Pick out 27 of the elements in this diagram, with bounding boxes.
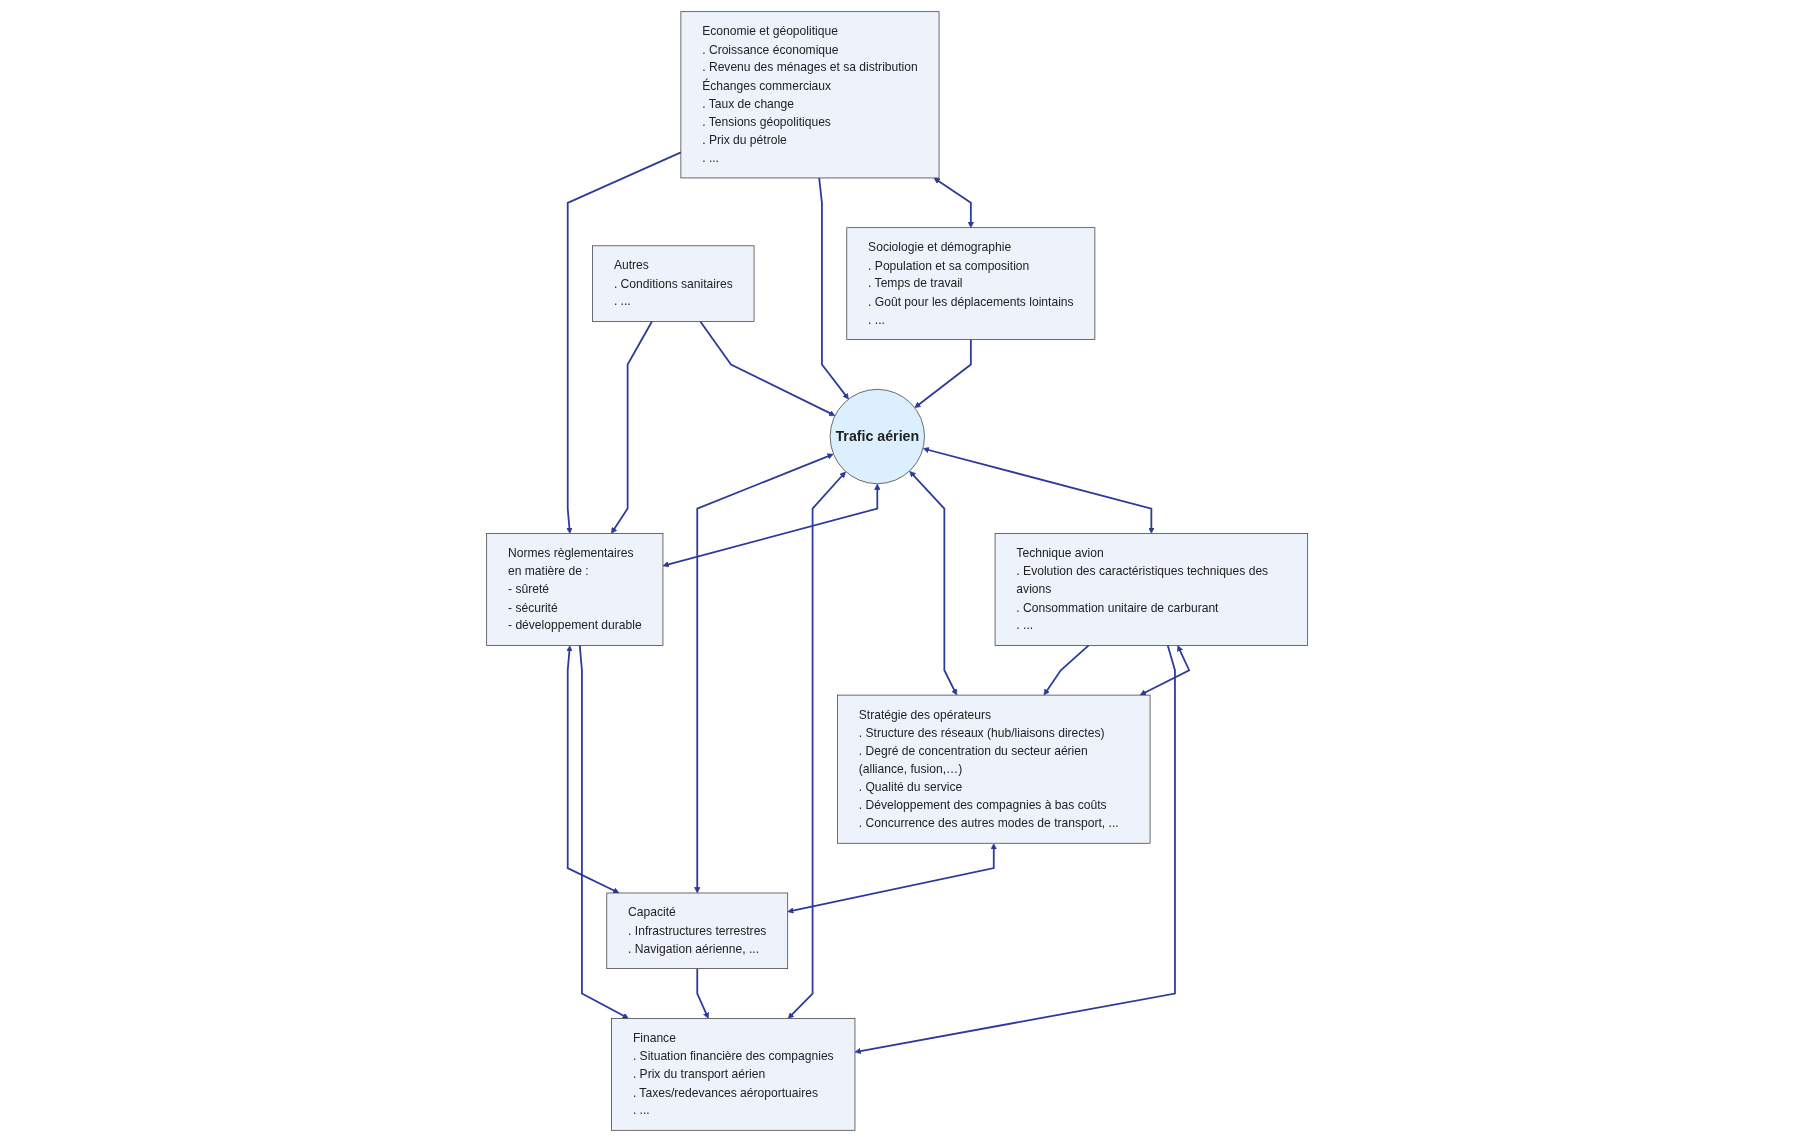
arrow: [578, 644, 629, 1019]
arrow: [693, 453, 834, 894]
node-box: Autres . Conditions sanitaires . ...: [592, 245, 755, 322]
arrow: [1139, 645, 1191, 696]
node-box: Technique avion . Evolution des caractéristiques techniques des avions . Consommation unitaire de carburant . ...: [994, 533, 1308, 646]
node-box: Capacité . Infrastructures terrestres . Navigation aérienne, ...: [606, 892, 788, 969]
arrow: [854, 644, 1176, 1055]
arrow: [909, 471, 957, 696]
node-box: Normes règlementaires en matière de : - sûreté - sécurité - développement durable: [486, 533, 664, 646]
arrow: [914, 338, 972, 408]
arrow: [787, 843, 997, 914]
node-box: Finance . Situation financière des compagnies . Prix du transport aérien . Taxes/redevances aéroportuaires . ...: [611, 1018, 856, 1131]
arrow: [787, 471, 846, 1019]
arrow: [696, 967, 709, 1019]
arrow: [818, 177, 849, 400]
arrow: [662, 483, 881, 568]
arrow: [566, 151, 682, 534]
node-box: Economie et géopolitique . Croissance économique . Revenu des ménages et sa distribution Échanges commerciaux . Taux de change . Tensions géopolitiques . Prix du pétrole . ...: [680, 11, 940, 179]
arrow: [699, 320, 836, 416]
arrow: [610, 320, 653, 534]
arrow: [922, 447, 1155, 534]
node-circle: Trafic aérien: [829, 388, 925, 485]
node-box: Stratégie des opérateurs . Structure des réseaux (hub/liaisons directes) . Degré de concentration du secteur aérien (alliance, fusion,…) . Qualité du service . Développement des compagnies à bas coûts . Concurrence des autres modes de transport, ...: [836, 694, 1151, 844]
arrow: [933, 177, 974, 228]
node-box: Sociologie et démographie . Population et sa composition . Temps de travail . Goût pour les déplacements lointains . ...: [846, 227, 1096, 340]
arrow: [566, 645, 620, 894]
arrow: [1043, 644, 1090, 696]
